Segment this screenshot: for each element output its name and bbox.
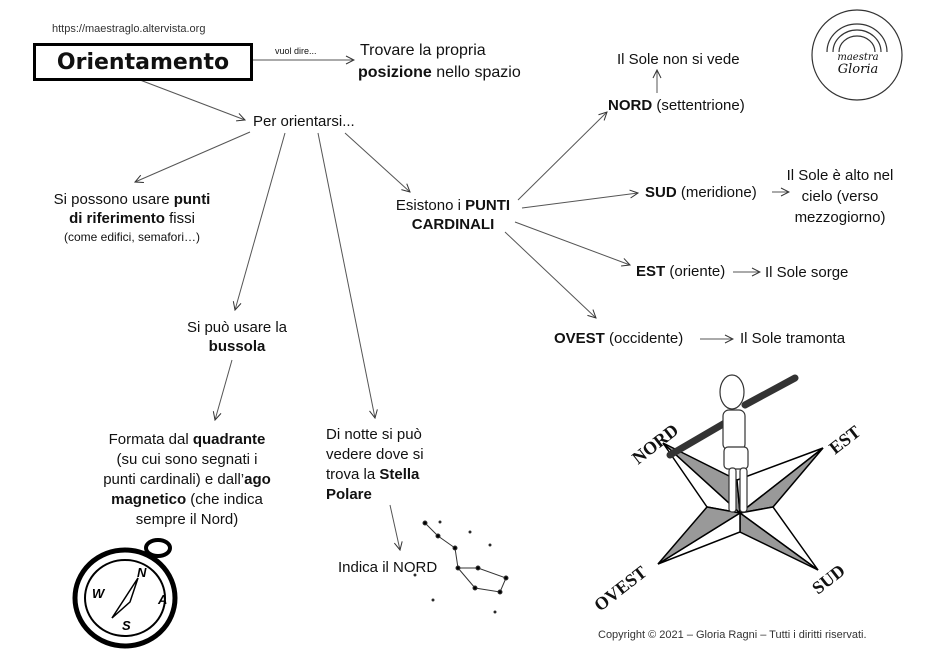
link-label: vuol dire... [275,46,317,56]
mannequin-icon [666,374,799,513]
arrow-nord [517,112,607,201]
arrow-ovest [504,231,596,318]
cardinali-text: Esistono i [395,197,466,214]
riferimento-text-2: fissi [164,210,195,227]
per-orientarsi: Per orientarsi... [253,113,355,130]
arrow-bussola [235,132,286,310]
formata-text: Formata dal [108,431,193,448]
arrow-per-orientarsi [139,79,245,120]
logo-text: maestra Gloria [833,52,883,76]
nord-node: NORD (settentrione) [608,96,745,115]
formata-bold-3: magnetico [111,491,187,508]
riferimento-bold: punti [173,191,211,208]
formata-bold-2: ago [244,471,271,488]
compass-rose-illustration [657,442,824,571]
arrow-indica [389,504,400,550]
rose-label-nord: NORD [628,420,682,468]
compass-icon [72,538,178,649]
copyright: Copyright © 2021 – Gloria Ragni – Tutti … [598,629,867,641]
sud-alt: (meridione) [676,184,757,201]
riferimento-text: Si possono usare [53,191,174,208]
compass-label-e: A [157,592,167,607]
notte-line3: trova la [326,466,380,483]
sud-node: SUD (meridione) [645,183,757,202]
nord-name: NORD [608,97,653,114]
cardinali-bold-2: CARDINALI [411,216,495,233]
notte-line2: vedere dove si [326,446,424,463]
notte-node: Di notte si può vedere dove si trova la … [326,425,424,505]
sud-desc-1: Il Sole è alto nel [786,167,894,184]
logo-line1: maestra [837,52,879,63]
sud-desc-2: cielo (verso [801,188,879,205]
definition-rest: nello spazio [431,64,521,81]
formata-line3: punti cardinali) e dall’ [103,471,245,488]
definition-line1: Trovare la propria [360,42,486,59]
est-name: EST [636,263,666,280]
formata-node: Formata dal quadrante (su cui sono segna… [82,430,292,530]
riferimento-node: Si possono usare punti di riferimento fi… [34,190,230,247]
est-desc: Il Sole sorge [765,264,849,281]
sud-desc: Il Sole è alto nel cielo (verso mezzogio… [770,165,910,228]
source-url[interactable]: https://maestraglo.altervista.org [52,23,206,35]
formata-line5: sempre il Nord) [135,511,239,528]
arrow-formata [215,359,233,420]
cardinali-node: Esistono i PUNTI CARDINALI [378,196,528,234]
compass-label-w: W [92,586,106,601]
maestra-gloria-logo [811,9,903,101]
ovest-node: OVEST (occidente) [554,329,683,348]
compass-label-s: S [122,618,131,633]
rose-label-ovest: OVEST [590,562,650,615]
sud-name: SUD [645,184,677,201]
sud-desc-3: mezzogiorno) [794,209,886,226]
indica-nord: Indica il NORD [338,559,438,576]
formata-bold: quadrante [192,431,266,448]
compass-label-n: N [137,565,147,580]
nord-desc: Il Sole non si vede [617,51,740,68]
title-box: Orientamento [33,43,253,81]
cardinali-bold: PUNTI [465,197,511,214]
arrow-cardinali [344,132,410,192]
big-dipper-icon [413,520,509,614]
formata-line4: (che indica [186,491,263,508]
rose-label-est: EST [825,421,864,458]
est-alt: (oriente) [665,263,726,280]
notte-line1: Di notte si può [326,426,422,443]
ovest-alt: (occidente) [604,330,684,347]
est-node: EST (oriente) [636,262,725,281]
bussola-text: Si può usare la [186,319,288,336]
formata-line2: (su cui sono segnati i [116,451,258,468]
bussola-node: Si può usare la bussola [167,318,307,356]
definition-text: Trovare la propria posizione nello spazi… [358,40,521,84]
nord-alt: (settentrione) [652,97,745,114]
arrow-riferimento [135,131,251,182]
arrow-sud [521,193,638,209]
definition-bold: posizione [358,64,432,81]
riferimento-bold-2: di riferimento [69,210,165,227]
ovest-name: OVEST [554,330,605,347]
notte-bold: Stella [379,466,420,483]
bussola-bold: bussola [208,338,266,355]
ovest-desc: Il Sole tramonta [740,330,846,347]
riferimento-examples: (come edifici, semafori…) [63,230,201,244]
arrow-notte [317,132,375,418]
logo-line2: Gloria [837,62,879,77]
notte-bold-2: Polare [326,486,372,503]
arrow-est [514,221,630,265]
